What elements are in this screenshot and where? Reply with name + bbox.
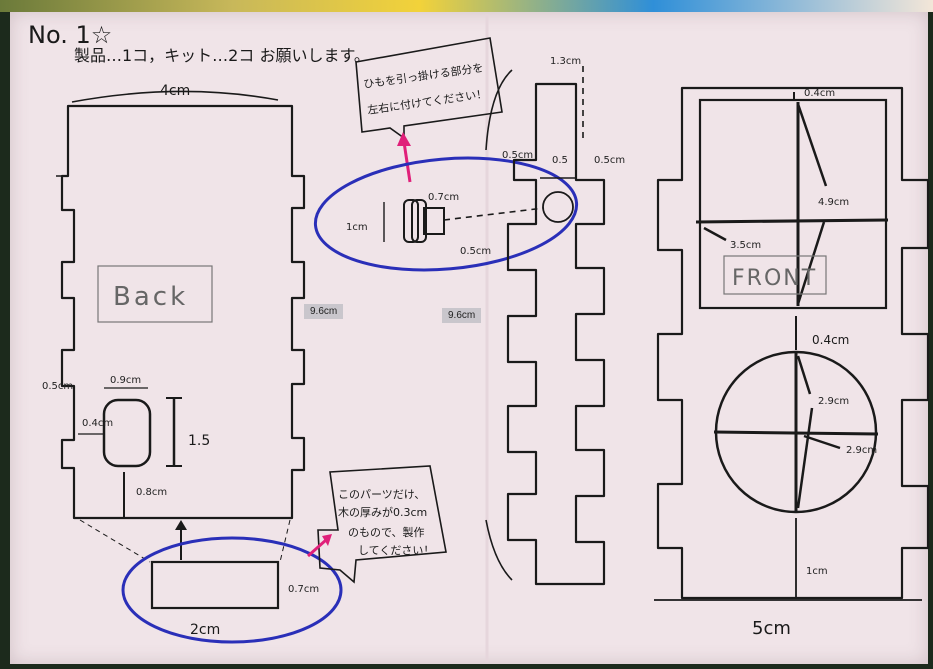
hook-detail-circle [313,156,579,272]
hook-gap-label: 0.5cm [460,246,491,257]
back-label-box [97,265,213,323]
back-part-outline [56,90,306,520]
window-height-label: 4.9cm [818,197,849,208]
front-label-box [723,255,827,295]
front-top-gap-label: 0.4cm [804,88,835,99]
side-tab-left-label: 0.5cm [502,150,533,161]
bottom-detail-circle [121,536,343,644]
side-mid-label: 0.5 [552,155,568,166]
paper-sheet [10,12,928,664]
side-top-label: 1.3cm [550,56,581,67]
bottom-detail-rect [150,560,280,610]
circle-h-line [713,430,879,436]
side-tab-right-label: 0.5cm [594,155,625,166]
back-hole [102,398,152,468]
bottom-width-label: 2cm [190,622,220,638]
circle-h-label: 2.9cm [846,445,877,456]
hook-hole [542,191,574,223]
hook-depth-label: 0.7cm [428,192,459,203]
back-width-label: 4cm [160,83,190,99]
front-bottom-gap-label: 1cm [806,566,828,577]
top-note-line-2: 左右に付けてください！ [366,86,487,117]
bottom-note-line-3: のもので、製作 [348,525,425,539]
bottom-note-line-1: このパーツだけ、 [338,488,425,501]
front-label: FRONT [732,266,817,291]
sheet-title: No. 1☆ [28,21,112,49]
tab-width-label: 0.5cm [42,381,73,392]
side-part-outline [485,69,606,586]
height-label-left: 9.6cm [304,304,344,319]
top-note-line-1: ひもを引っ掛ける部分を [362,60,484,91]
hole-height-label: 1.5 [188,433,210,449]
hole-bottom-label: 0.8cm [136,487,167,498]
front-width-label: 5cm [752,618,791,639]
gap-between-label: 0.4cm [812,333,849,347]
back-label: Back [113,282,188,312]
top-note-bubble [355,37,503,140]
hook-peg [423,207,445,235]
height-label-right: 9.6cm [442,308,482,323]
hole-offset-label: 0.4cm [82,418,113,429]
window-width-label: 3.5cm [730,240,761,251]
hook-dia-label: 1cm [346,222,368,233]
front-part-outline [654,86,930,601]
top-pink-arrow [402,141,412,183]
hole-width-label: 0.9cm [110,375,141,386]
circle-v-label: 2.9cm [818,396,849,407]
window-h-line [695,218,889,224]
bottom-note-bubble [317,465,447,584]
order-line: 製品…1コ，キット…2コ お願いします。 [74,46,370,65]
background-strip [0,0,933,12]
bottom-pink-arrow [307,538,327,558]
bottom-note-line-2: 木の厚みが0.3cm [338,505,427,519]
bottom-note-line-4: してください！ [358,544,434,557]
bottom-height-label: 0.7cm [288,584,319,595]
